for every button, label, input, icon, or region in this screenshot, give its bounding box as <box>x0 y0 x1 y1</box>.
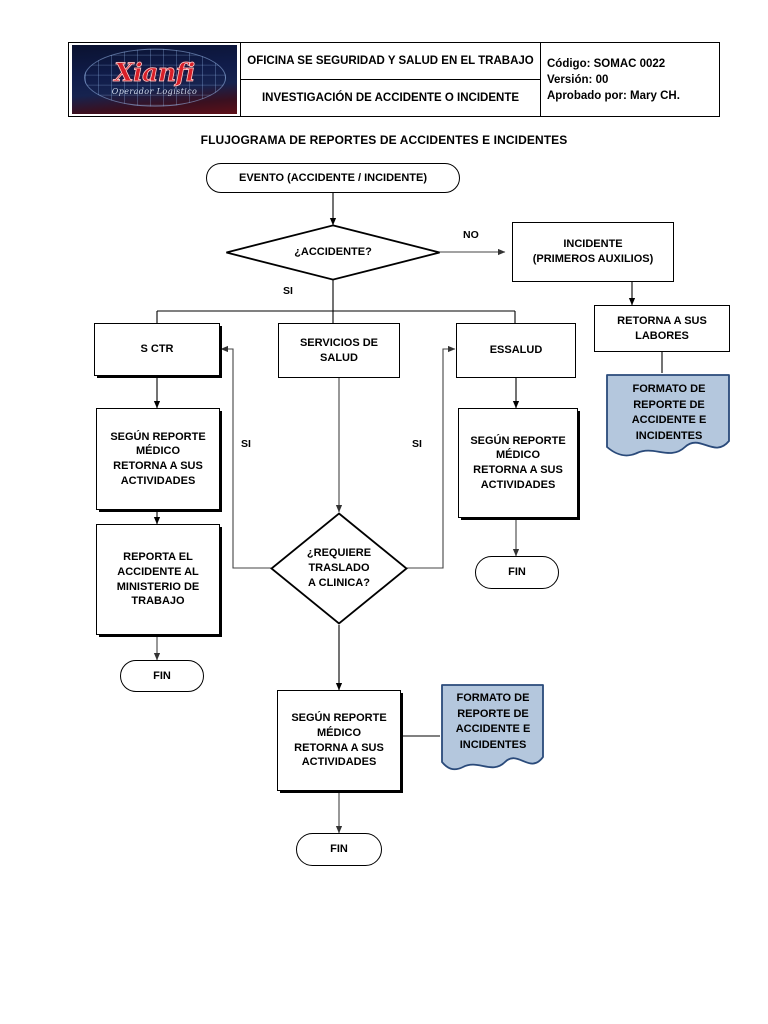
node-medical-report-right[interactable]: SEGÚN REPORTE MÉDICO RETORNA A SUS ACTIV… <box>458 408 578 518</box>
node-return-to-work-line2: LABORES <box>635 329 689 342</box>
node-medical-report-bottom[interactable]: SEGÚN REPORTE MÉDICO RETORNA A SUS ACTIV… <box>277 690 401 791</box>
node-document-report-bottom-label: FORMATO DE REPORTE DE ACCIDENTE E INCIDE… <box>439 683 547 753</box>
report-bottom-line3: RETORNA A SUS <box>294 741 384 754</box>
node-decision-accident[interactable]: ¿ACCIDENTE? <box>225 224 441 281</box>
doc-bottom-line2: REPORTE DE <box>457 707 529 720</box>
header-version: Versión: 00 <box>547 73 609 86</box>
node-essalud-label: ESSALUD <box>489 344 543 357</box>
report-left-line1: SEGÚN REPORTE <box>110 430 206 443</box>
node-return-to-work[interactable]: RETORNA A SUS LABORES <box>594 305 730 352</box>
company-logo-cell: Xianfi Operador Logístico <box>69 43 241 116</box>
edge-label-si-left: SI <box>241 438 251 450</box>
edge-label-si-accident: SI <box>283 285 293 297</box>
node-start-event-label: EVENTO (ACCIDENTE / INCIDENTE) <box>238 171 428 184</box>
header-document-title: INVESTIGACIÓN DE ACCIDENTE O INCIDENTE <box>261 92 520 104</box>
report-right-line4: ACTIVIDADES <box>480 478 556 491</box>
clinic-line1: ¿REQUIERE <box>306 547 372 560</box>
node-decision-clinic-transfer-label: ¿REQUIERE TRASLADO A CLINICA? <box>270 512 408 625</box>
document-header-table: Xianfi Operador Logístico OFICINA SE SEG… <box>68 42 720 117</box>
node-incident[interactable]: INCIDENTE (PRIMEROS AUXILIOS) <box>512 222 674 282</box>
ministry-line3: MINISTERIO DE <box>116 580 200 593</box>
logo-text-group: Xianfi Operador Logístico <box>112 60 198 96</box>
node-fin-bottom-label: FIN <box>330 843 348 856</box>
doc-bottom-line3: ACCIDENTE E <box>455 723 531 736</box>
report-left-line4: ACTIVIDADES <box>120 474 196 487</box>
report-right-line2: MÉDICO <box>496 449 540 462</box>
node-document-report-right-label: FORMATO DE REPORTE DE ACCIDENTE E INCIDE… <box>604 373 734 444</box>
node-incident-line1: INCIDENTE <box>563 238 623 251</box>
clinic-line3: A CLINICA? <box>308 576 370 589</box>
node-decision-clinic-transfer[interactable]: ¿REQUIERE TRASLADO A CLINICA? <box>270 512 408 625</box>
ministry-line4: TRABAJO <box>131 595 185 608</box>
report-left-line2: MÉDICO <box>136 445 180 458</box>
doc-right-line2: REPORTE DE <box>633 398 705 411</box>
doc-bottom-line4: INCIDENTES <box>459 738 527 751</box>
doc-right-line1: FORMATO DE <box>632 383 706 395</box>
report-right-line3: RETORNA A SUS <box>473 464 563 476</box>
logo-tagline: Operador Logístico <box>111 87 198 96</box>
node-start-event[interactable]: EVENTO (ACCIDENTE / INCIDENTE) <box>206 163 460 193</box>
node-sctr-label: S CTR <box>140 343 174 356</box>
header-approved-by: Aprobado por: Mary CH. <box>547 89 680 102</box>
node-return-to-work-line1: RETORNA A SUS <box>617 314 707 327</box>
ministry-line1: REPORTA EL <box>123 551 193 564</box>
node-health-services-line2: SALUD <box>320 351 358 364</box>
report-bottom-line1: SEGÚN REPORTE <box>291 712 387 725</box>
node-document-report-right[interactable]: FORMATO DE REPORTE DE ACCIDENTE E INCIDE… <box>604 373 734 461</box>
node-fin-left[interactable]: FIN <box>120 660 204 692</box>
node-sctr[interactable]: S CTR <box>94 323 220 376</box>
report-bottom-line4: ACTIVIDADES <box>301 756 377 769</box>
header-meta-cell: Código: SOMAC 0022 Versión: 00 Aprobado … <box>541 43 719 116</box>
header-office-title: OFICINA SE SEGURIDAD Y SALUD EN EL TRABA… <box>241 43 540 80</box>
node-medical-report-left[interactable]: SEGÚN REPORTE MÉDICO RETORNA A SUS ACTIV… <box>96 408 220 510</box>
node-report-ministry[interactable]: REPORTA EL ACCIDENTE AL MINISTERIO DE TR… <box>96 524 220 635</box>
node-essalud[interactable]: ESSALUD <box>456 323 576 378</box>
node-decision-accident-label: ¿ACCIDENTE? <box>294 246 372 259</box>
clinic-line2: TRASLADO <box>308 562 370 575</box>
doc-right-line3: ACCIDENTE E <box>631 414 707 427</box>
xianfi-logo: Xianfi Operador Logístico <box>72 45 237 114</box>
node-fin-left-label: FIN <box>153 669 171 682</box>
node-health-services[interactable]: SERVICIOS DE SALUD <box>278 323 400 378</box>
report-bottom-line2: MÉDICO <box>317 726 361 739</box>
node-incident-line2: (PRIMEROS AUXILIOS) <box>532 253 654 265</box>
ministry-line2: ACCIDENTE AL <box>117 565 199 578</box>
globe-icon <box>83 48 226 107</box>
node-fin-bottom[interactable]: FIN <box>296 833 382 866</box>
doc-bottom-line1: FORMATO DE <box>456 692 530 704</box>
edge-label-si-right: SI <box>412 438 422 450</box>
node-fin-right[interactable]: FIN <box>475 556 559 589</box>
logo-wordmark: Xianfi <box>114 58 196 87</box>
node-health-services-line1: SERVICIOS DE <box>299 336 379 349</box>
doc-right-line4: INCIDENTES <box>635 429 703 442</box>
node-fin-right-label: FIN <box>508 566 526 579</box>
report-right-line1: SEGÚN REPORTE <box>470 434 566 447</box>
edge-label-no: NO <box>463 229 479 241</box>
flowchart-title: FLUJOGRAMA DE REPORTES DE ACCIDENTES E I… <box>200 133 568 147</box>
report-left-line3: RETORNA A SUS <box>113 460 203 472</box>
header-code: Código: SOMAC 0022 <box>547 57 666 70</box>
header-title-cell: OFICINA SE SEGURIDAD Y SALUD EN EL TRABA… <box>241 43 541 116</box>
node-document-report-bottom[interactable]: FORMATO DE REPORTE DE ACCIDENTE E INCIDE… <box>439 683 547 778</box>
